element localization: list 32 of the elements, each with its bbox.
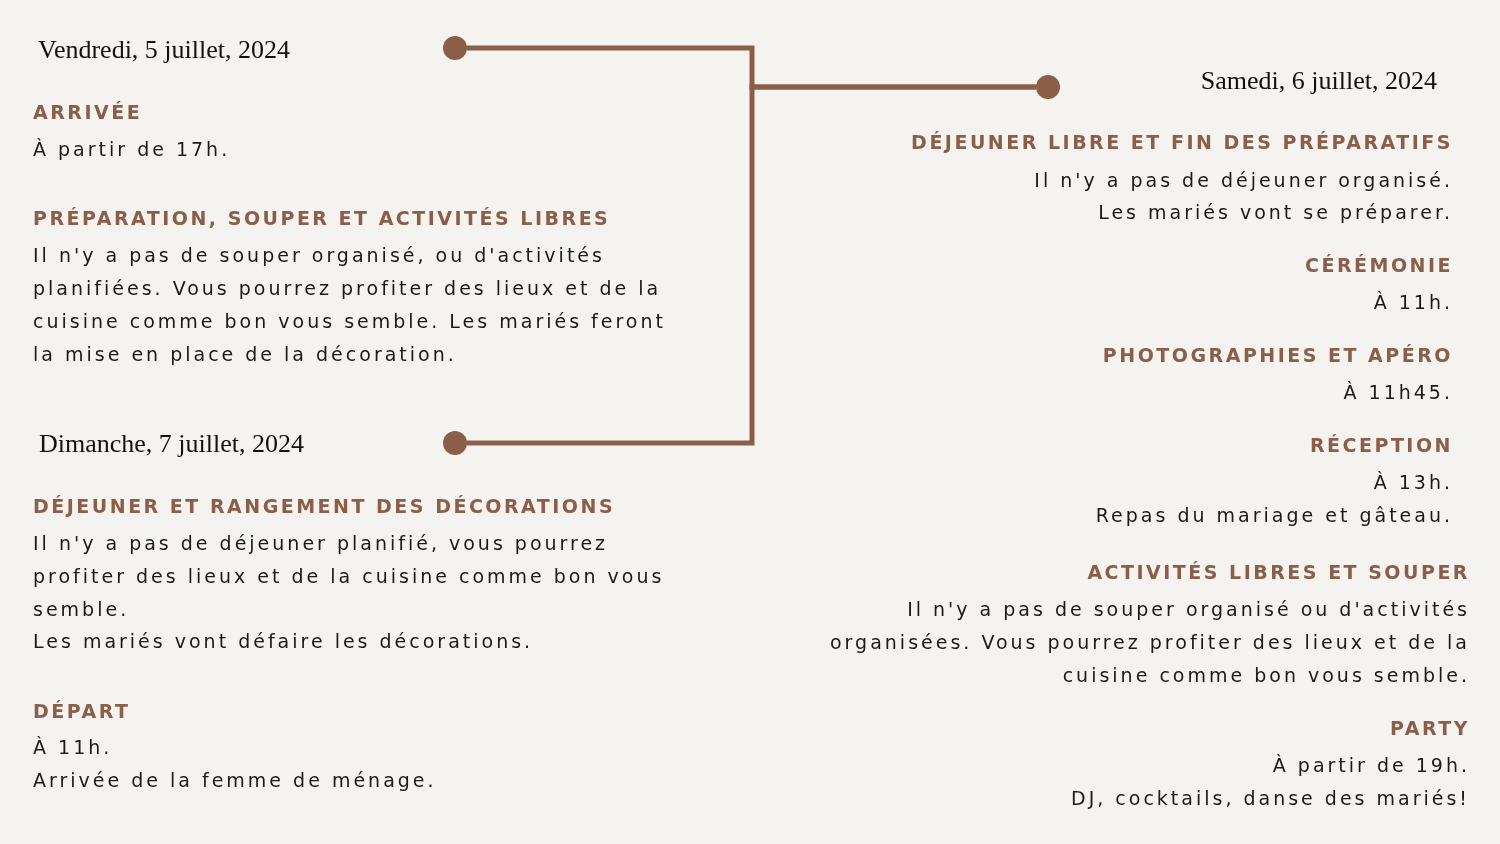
section-heading: DÉJEUNER ET RANGEMENT DES DÉCORATIONS	[33, 494, 616, 519]
schedule-text: Il n'y a pas de souper organisé ou d'activités organisées. Vous pourrez profiter des lieux et de la cuisine comme bon vous semble.	[829, 596, 1470, 688]
section-heading: PARTY	[1390, 716, 1470, 741]
schedule-text: À 11h.	[1373, 289, 1453, 315]
schedule-text: Il n'y a pas de souper organisé, ou d'activités planifiées. Vous pourrez profiter des lieux et de la cuisine comme bon vous semble. Les mariés feront la mise en place de la décoration.	[33, 242, 667, 367]
schedule-text: À 13h.	[1373, 469, 1453, 495]
schedule-text: À partir de 19h.	[1272, 752, 1470, 778]
date-heading: Vendredi, 5 juillet, 2024	[38, 34, 290, 66]
section-heading: DÉJEUNER LIBRE ET FIN DES PRÉPARATIFS	[911, 130, 1453, 155]
schedule-text: Il n'y a pas de déjeuner planifié, vous pourrez profiter des lieux et de la cuisine comme bon vous semble.	[33, 530, 666, 622]
schedule-text: DJ, cocktails, danse des mariés!	[1071, 785, 1470, 811]
section-heading: ARRIVÉE	[33, 100, 143, 125]
section-heading: ACTIVITÉS LIBRES ET SOUPER	[1087, 560, 1470, 585]
section-heading: DÉPART	[33, 699, 131, 724]
schedule-text: À 11h45.	[1343, 379, 1453, 405]
schedule-text: Les mariés vont se préparer.	[1098, 199, 1453, 225]
schedule-text: Les mariés vont défaire les décorations.	[33, 628, 534, 654]
section-heading: CÉRÉMONIE	[1304, 253, 1453, 278]
section-heading: RÉCEPTION	[1309, 433, 1453, 458]
schedule-text: Repas du mariage et gâteau.	[1095, 502, 1453, 528]
date-heading: Dimanche, 7 juillet, 2024	[39, 428, 304, 460]
timeline-dot	[1036, 75, 1060, 99]
connector-line	[467, 84, 1036, 446]
timeline-dot	[443, 36, 467, 60]
schedule-text: À partir de 17h.	[33, 136, 231, 162]
timeline-dot	[443, 431, 467, 455]
schedule-text: À 11h.	[33, 734, 113, 760]
schedule-text: Arrivée de la femme de ménage.	[33, 767, 437, 793]
date-heading: Samedi, 6 juillet, 2024	[1200, 65, 1437, 97]
section-heading: PRÉPARATION, SOUPER ET ACTIVITÉS LIBRES	[33, 206, 611, 231]
section-heading: PHOTOGRAPHIES ET APÉRO	[1102, 343, 1453, 368]
schedule-text: Il n'y a pas de déjeuner organisé.	[1034, 167, 1453, 193]
